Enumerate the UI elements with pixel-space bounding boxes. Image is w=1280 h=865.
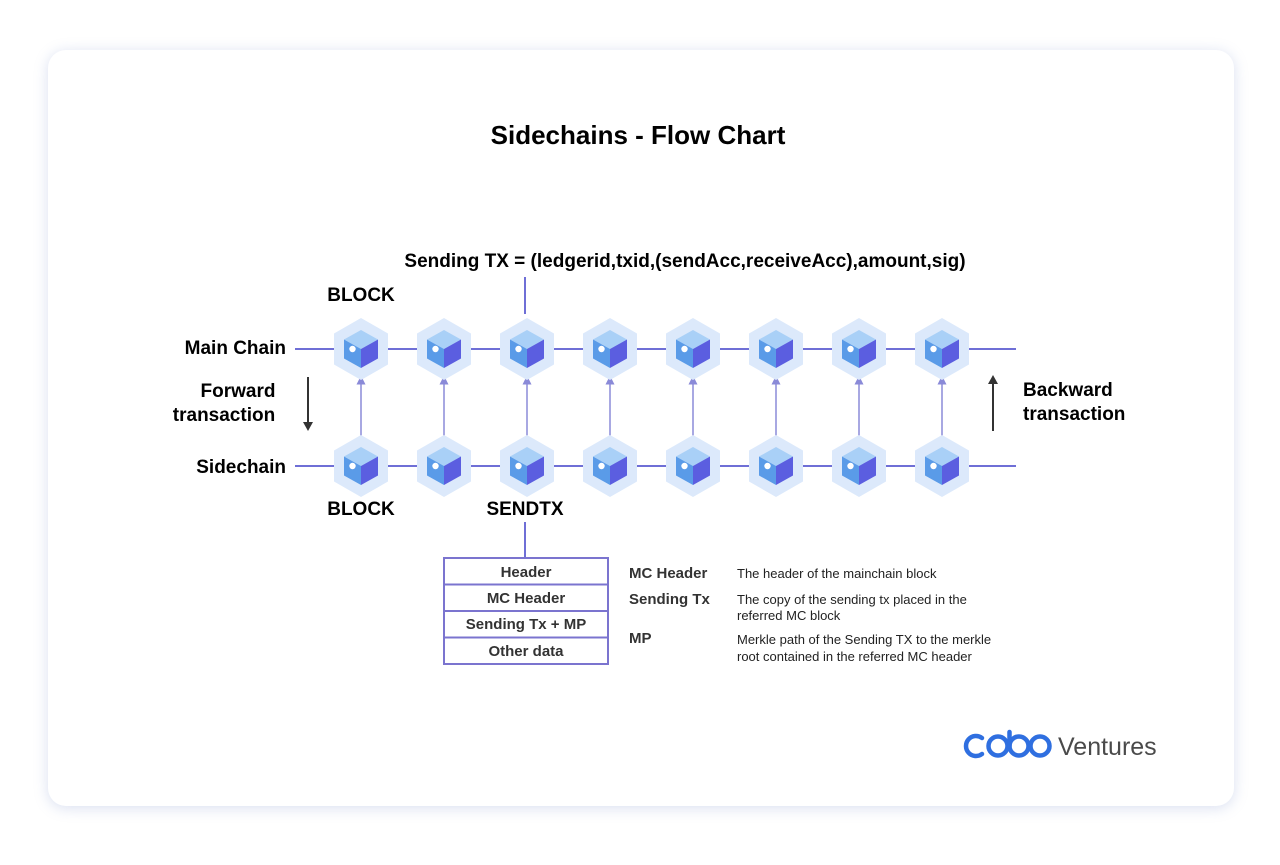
brand-word: Ventures xyxy=(1058,733,1157,761)
legend-desc: The header of the mainchain block xyxy=(737,566,937,581)
legend-desc: The copy of the sending tx placed in the xyxy=(737,592,967,607)
sendtx-label: SENDTX xyxy=(486,499,563,520)
main-chain-block-icon xyxy=(666,318,720,380)
main-chain-block-icon xyxy=(417,318,471,380)
sidechain-block-icon xyxy=(666,435,720,497)
sidechain-label: Sidechain xyxy=(196,457,286,478)
forward-label-line1: Forward xyxy=(201,381,276,402)
diagram-card xyxy=(48,50,1234,806)
sidechain-block-icon xyxy=(583,435,637,497)
table-row: Sending Tx + MP xyxy=(466,616,586,633)
legend-desc: referred MC block xyxy=(737,608,841,623)
backward-arrow-icon xyxy=(988,375,998,431)
backward-label-line1: Backward xyxy=(1023,380,1113,401)
forward-label-line2: transaction xyxy=(173,405,275,426)
legend-desc: Merkle path of the Sending TX to the mer… xyxy=(737,632,991,647)
forward-arrow-icon xyxy=(303,377,313,431)
table-row: Header xyxy=(501,564,552,581)
sidechain-block-icon xyxy=(500,435,554,497)
main-chain-label: Main Chain xyxy=(185,338,286,359)
sidechain-block-icon xyxy=(334,435,388,497)
sending-tx-formula: Sending TX = (ledgerid,txid,(sendAcc,rec… xyxy=(404,251,965,272)
legend-term: MP xyxy=(629,630,652,647)
diagram-title: Sidechains - Flow Chart xyxy=(491,120,786,150)
legend-term: MC Header xyxy=(629,565,708,582)
legend-desc: root contained in the referred MC header xyxy=(737,649,973,664)
sidechain-block-icon xyxy=(832,435,886,497)
block-label-top: BLOCK xyxy=(327,285,395,306)
sidechain-block-icon xyxy=(417,435,471,497)
legend-term: Sending Tx xyxy=(629,591,710,608)
sidechain-block-icon xyxy=(749,435,803,497)
cobo-ventures-logo: Ventures xyxy=(963,729,1157,761)
block-connectors xyxy=(356,375,947,437)
main-chain-block-icon xyxy=(500,318,554,380)
block-label-bottom: BLOCK xyxy=(327,499,395,520)
main-chain-block-icon xyxy=(583,318,637,380)
legend: MC Header The header of the mainchain bl… xyxy=(629,565,991,664)
backward-label-line2: transaction xyxy=(1023,404,1125,425)
cobo-logo-mark xyxy=(963,729,1052,759)
main-chain-block-icon xyxy=(832,318,886,380)
table-row: MC Header xyxy=(487,590,566,607)
sidechain-block-icon xyxy=(915,435,969,497)
main-chain-block-icon xyxy=(749,318,803,380)
table-row: Other data xyxy=(488,643,564,660)
main-chain-block-icon xyxy=(915,318,969,380)
sidechain-block-table: Header MC Header Sending Tx + MP Other d… xyxy=(443,557,609,665)
main-chain-block-icon xyxy=(334,318,388,380)
